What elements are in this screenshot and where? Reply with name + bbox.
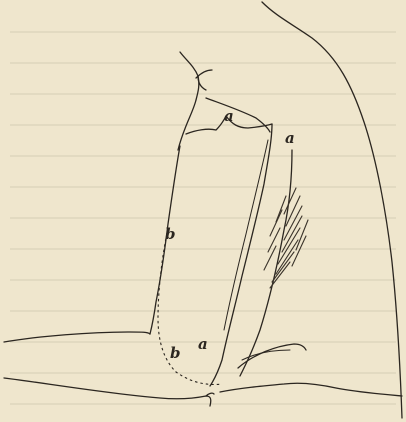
forearm-lower xyxy=(4,378,211,406)
incision-dotted-line xyxy=(158,228,222,385)
axillary-hair-hatching xyxy=(264,188,308,288)
hand-contour xyxy=(238,344,306,368)
flap-inner-line xyxy=(224,140,268,330)
label-a-bottom: a xyxy=(198,335,208,353)
forearm-upper xyxy=(4,332,150,342)
label-a-right: a xyxy=(285,129,295,147)
label-b-lower: b xyxy=(170,344,181,362)
label-b-upper: b xyxy=(165,225,176,243)
elbow-contour xyxy=(206,393,214,396)
label-a-top: a xyxy=(224,107,234,125)
back-contour xyxy=(262,2,402,418)
neck-contour xyxy=(180,52,199,100)
hand-lower xyxy=(220,383,402,396)
